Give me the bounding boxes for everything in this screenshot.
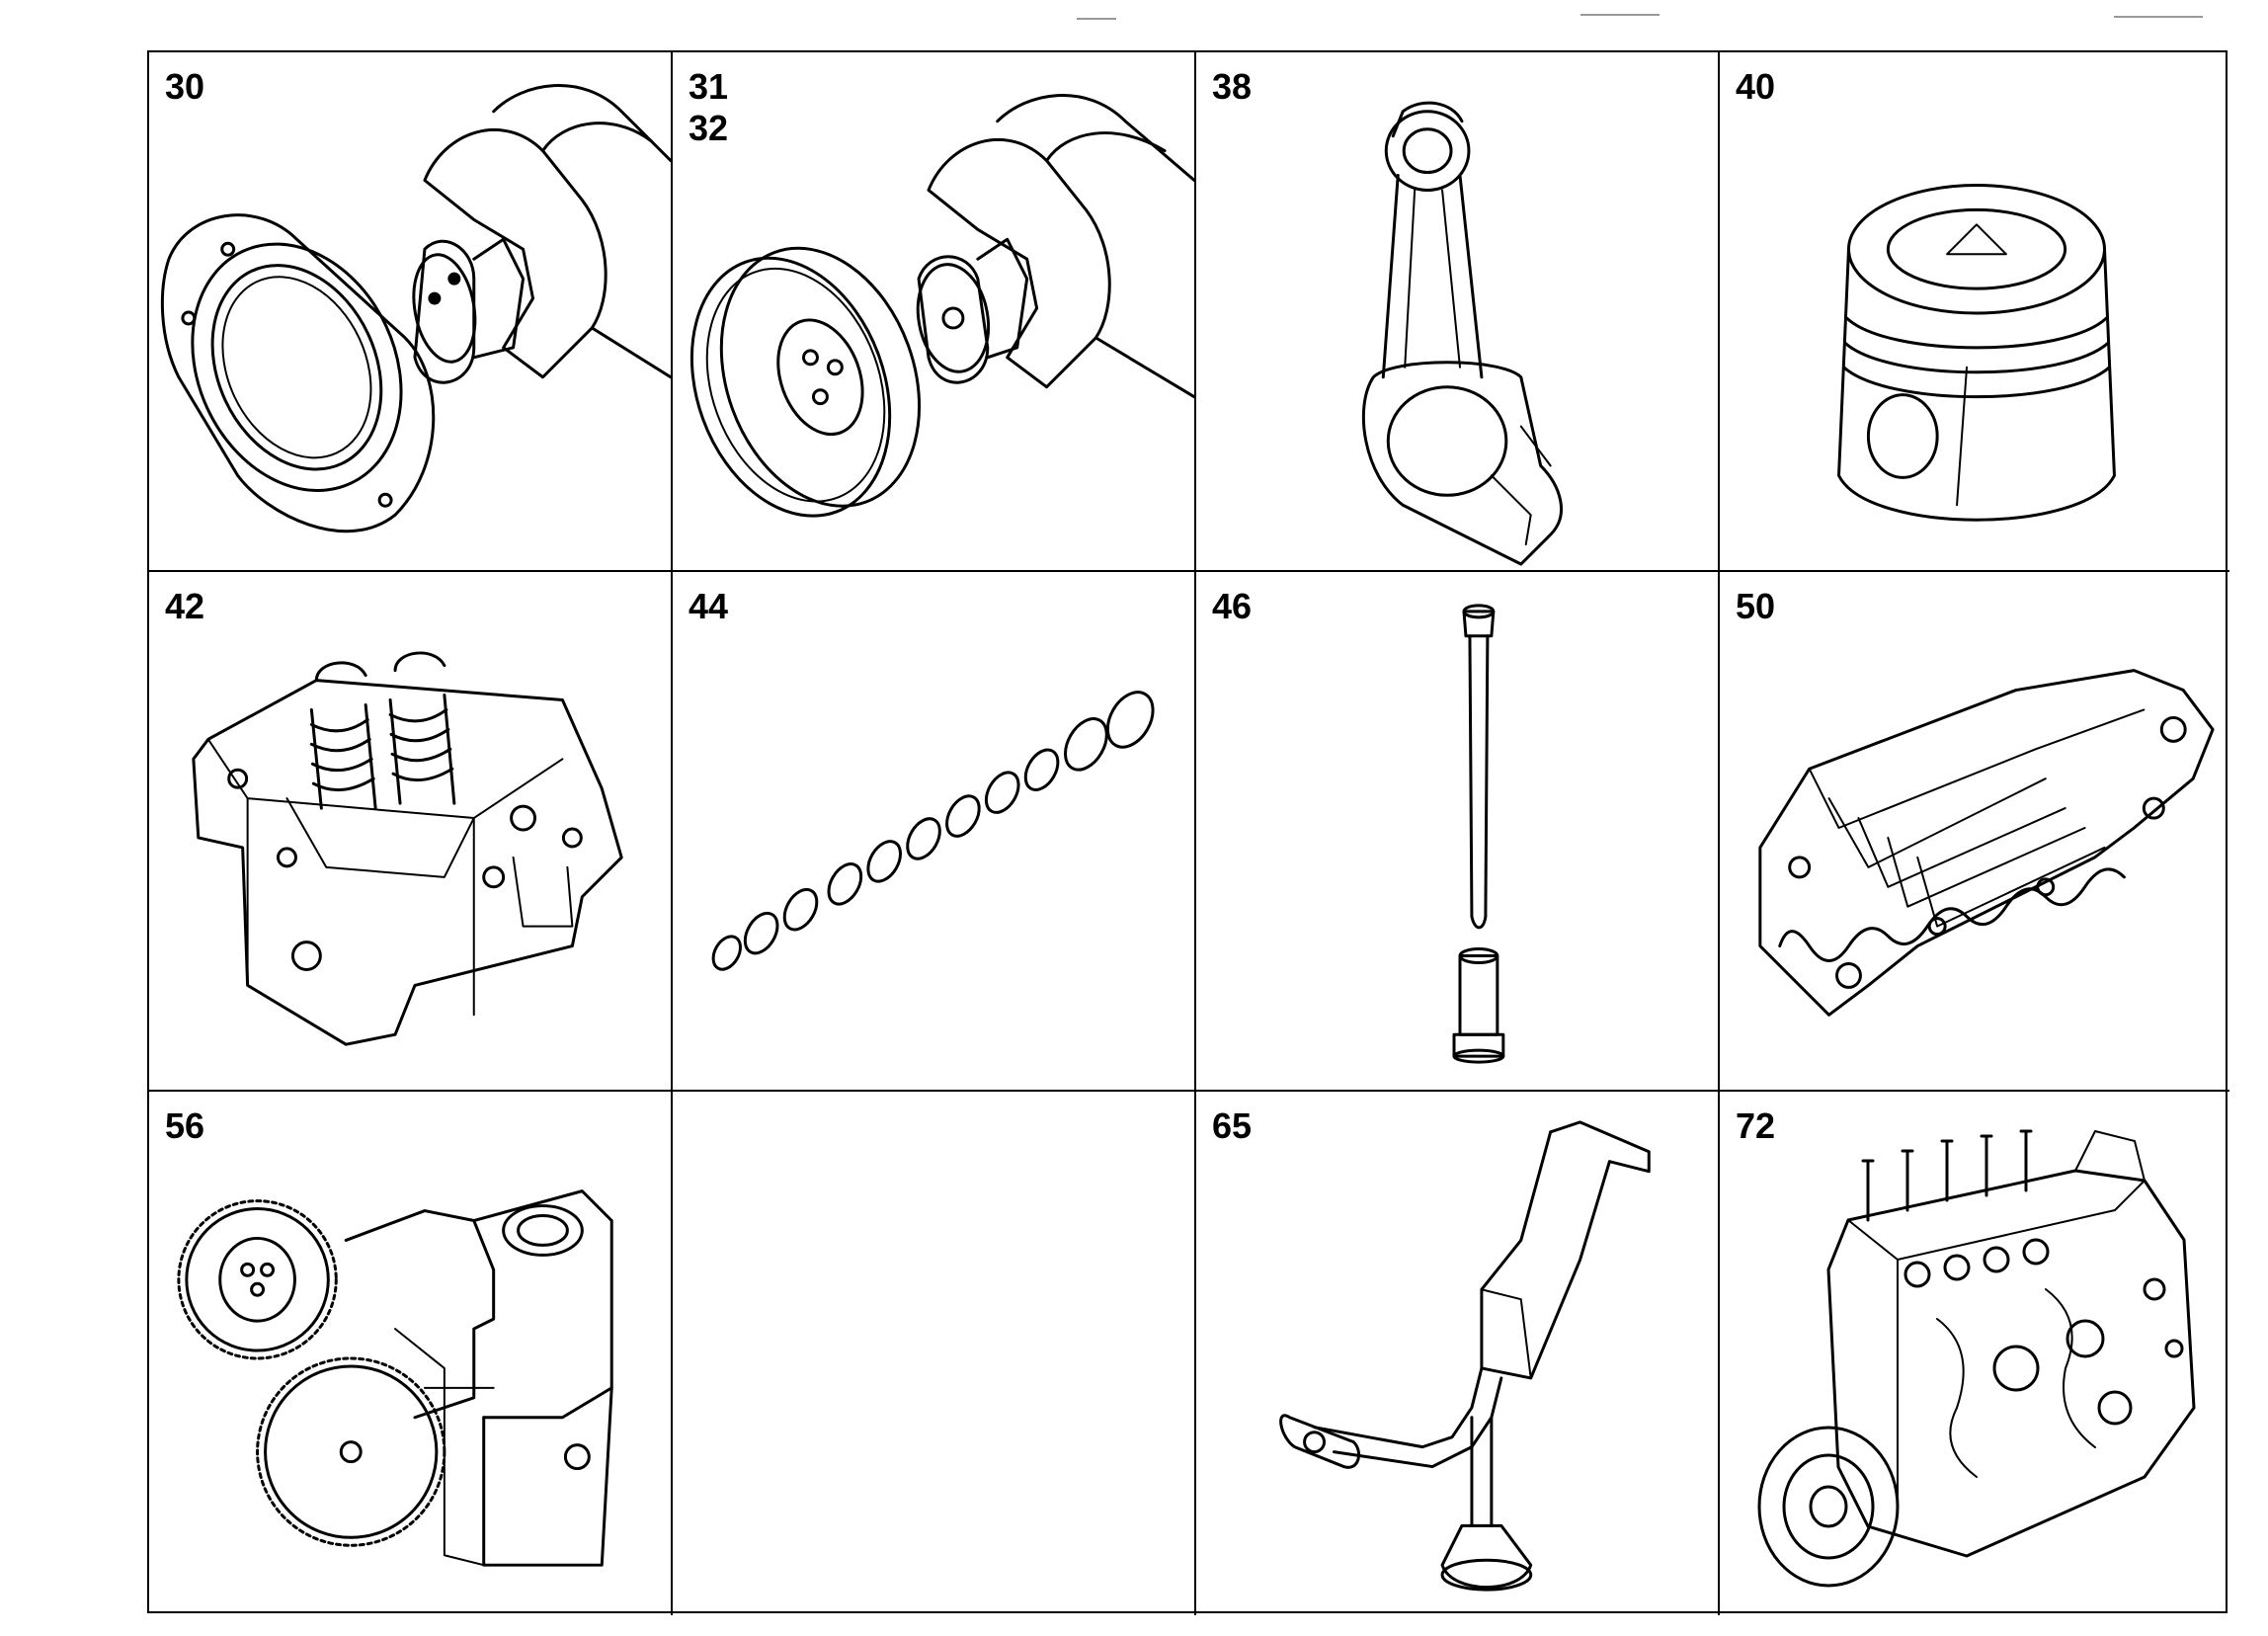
part-cell-72[interactable]: 72 — [1720, 1092, 2229, 1615]
scan-speck — [2114, 16, 2203, 18]
part-number: 44 — [688, 586, 729, 626]
part-number: 30 — [165, 66, 205, 107]
camshaft-icon — [711, 691, 1155, 971]
part-cell-56[interactable]: 56 — [149, 1092, 673, 1615]
part-number: 50 — [1736, 586, 1776, 626]
part-cell-40[interactable]: 40 — [1720, 52, 2229, 572]
crankshaft-rear-seal-icon — [160, 83, 671, 533]
push-rod-tappet-icon — [1452, 604, 1505, 1064]
part-cell-empty — [673, 1092, 1196, 1615]
crankshaft-vibration-damper-icon — [689, 93, 1194, 518]
part-number: 65 — [1212, 1105, 1253, 1146]
part-cell-30[interactable]: 30 — [149, 52, 673, 572]
part-number: 38 — [1212, 66, 1253, 107]
scan-speck — [1077, 18, 1116, 20]
cylinder-head-icon — [192, 651, 623, 1046]
part-cell-44[interactable]: 44 — [673, 572, 1196, 1092]
part-number: 56 — [165, 1105, 205, 1146]
part-cell-42[interactable]: 42 — [149, 572, 673, 1092]
part-cell-38[interactable]: 38 — [1196, 52, 1720, 572]
part-number: 46 — [1212, 586, 1253, 626]
oil-suction-pipe-icon — [1279, 1120, 1651, 1592]
connecting-rod-icon — [1361, 101, 1563, 566]
part-cell-46[interactable]: 46 — [1196, 572, 1720, 1092]
part-number: 72 — [1736, 1105, 1776, 1146]
scan-speck — [1580, 14, 1660, 16]
oil-pump-gear-icon — [177, 1189, 613, 1567]
valve-cover-manifold-icon — [1758, 669, 2215, 1017]
part-cell-31-32[interactable]: 31 32 — [673, 52, 1196, 572]
injection-pump-icon — [1757, 1129, 2196, 1588]
part-number: 42 — [165, 586, 205, 626]
part-cell-65[interactable]: 65 — [1196, 1092, 1720, 1615]
parts-grid: 30 31 32 — [147, 50, 2229, 1615]
piston-icon — [1837, 183, 2116, 522]
part-number: 40 — [1736, 66, 1776, 107]
part-cell-50[interactable]: 50 — [1720, 572, 2229, 1092]
part-number: 31 32 — [688, 66, 729, 148]
